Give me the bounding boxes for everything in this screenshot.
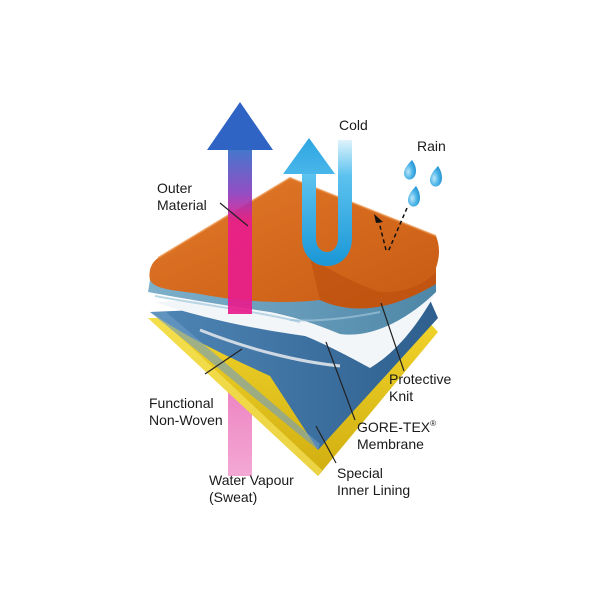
label-outer-material: Outer Material	[157, 180, 207, 213]
cold-arrow	[283, 138, 352, 266]
label-water-vapour: Water Vapour (Sweat)	[209, 472, 294, 505]
callout-inner-lining	[315, 425, 337, 464]
label-rain: Rain	[417, 138, 446, 154]
callout-outer-material	[219, 202, 249, 227]
outer-material-layer	[149, 176, 439, 309]
rain-drop-icon	[404, 160, 416, 180]
label-functional-non-woven: Functional Non-Woven	[149, 395, 223, 428]
label-special-inner-lining: Special Inner Lining	[337, 465, 411, 498]
rain-drop-icon	[408, 186, 420, 207]
callout-gore-tex	[325, 341, 356, 421]
label-gore-tex-membrane: GORE-TEX® Membrane	[357, 419, 437, 452]
callout-protective-knit	[380, 302, 405, 372]
water-vapour-arrow	[207, 102, 273, 314]
label-protective-knit: Protective Knit	[389, 371, 452, 404]
rain-drops	[404, 160, 442, 207]
rain-drop-icon	[430, 166, 442, 187]
rain-deflection-arrows	[374, 207, 408, 253]
callout-lines	[204, 202, 405, 464]
label-cold: Cold	[339, 117, 368, 133]
callout-functional-non-woven	[204, 348, 243, 375]
